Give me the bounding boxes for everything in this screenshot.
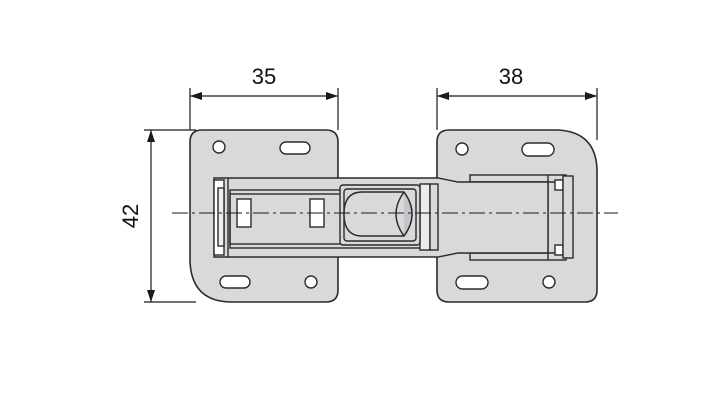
dimension-right-width (436, 88, 598, 140)
right-bottom-hole (542, 275, 556, 289)
left-top-slot (279, 141, 311, 155)
right-top-slot (521, 142, 555, 157)
left-bottom-slot (219, 275, 251, 289)
dimension-left-width (189, 88, 339, 130)
dimension-left-width-label: 35 (252, 64, 276, 89)
hinge-cam (339, 184, 421, 246)
right-bottom-slot (455, 275, 489, 290)
right-top-hole (455, 142, 469, 156)
dimension-right-width-label: 38 (499, 64, 523, 89)
left-bottom-hole (304, 275, 318, 289)
dimension-height-label: 42 (118, 204, 143, 228)
dimension-height (144, 129, 196, 303)
left-top-hole (212, 140, 226, 154)
